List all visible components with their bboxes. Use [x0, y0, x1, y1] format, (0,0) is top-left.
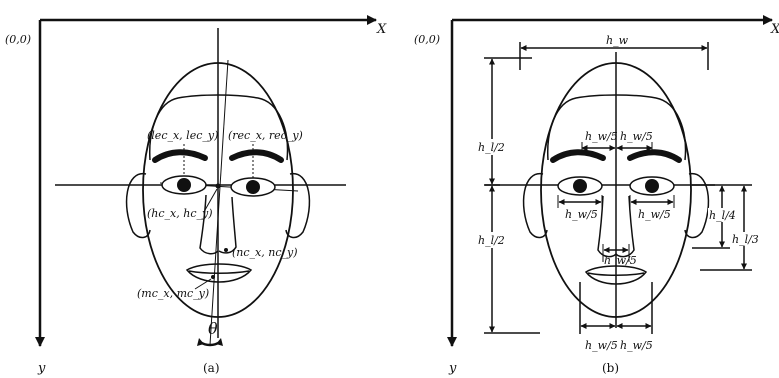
upper-half-label: h_l/2: [478, 141, 505, 154]
right-pupil-a: [246, 180, 260, 194]
nose-b: [597, 195, 635, 258]
head-center-label: (hc_x, hc_y): [147, 207, 212, 220]
panel-b: (0,0) X y h_w: [414, 15, 779, 376]
eye-fifth-label-l: h_w/5: [565, 208, 598, 221]
y-axis-label-b: y: [448, 361, 457, 376]
caption-b: (b): [602, 361, 619, 375]
origin-label-a: (0,0): [5, 33, 31, 46]
theta-label: θ: [208, 319, 218, 338]
nose-a: [199, 194, 237, 255]
hairline-a: [149, 94, 289, 161]
panel-a: (0,0) X y (lec_x, lec_y) (rec_: [5, 15, 387, 376]
right-eyebrow-b: [627, 149, 682, 163]
upper-half-label-bg: [476, 139, 506, 155]
lower-half-label: h_l/2: [478, 234, 505, 247]
quarter-label-bg: [708, 208, 736, 222]
mouth-point-a: [211, 275, 215, 279]
mouth-leader-a: [194, 278, 212, 290]
head-center-point-a: [215, 183, 221, 189]
left-eye-center-label: (lec_x, lec_y): [147, 129, 218, 142]
brow-fifth-label-l: h_w/5: [585, 130, 618, 143]
left-ear-b: [522, 173, 548, 239]
x-axis-label-b: X: [770, 22, 779, 37]
nose-center-label: (nc_x, nc_y): [232, 246, 297, 259]
x-axis-label-a: X: [376, 22, 387, 37]
head-center-leader-a: [204, 188, 218, 211]
nose-point-a: [224, 248, 228, 252]
width-label: h_w: [606, 34, 629, 47]
origin-label-b: (0,0): [414, 33, 440, 46]
right-eye-center-label: (rec_x, rec_y): [228, 129, 303, 142]
hairline-b: [547, 94, 687, 161]
quarter-label: h_l/4: [709, 209, 736, 222]
third-label: h_l/3: [732, 233, 759, 246]
y-axis-label-a: y: [37, 361, 46, 376]
chin-fifth-label-r: h_w/5: [620, 339, 653, 352]
chin-fifth-label-l: h_w/5: [585, 339, 618, 352]
right-ear-a: [285, 173, 311, 239]
left-pupil-a: [177, 178, 191, 192]
lower-half-label-bg: [476, 232, 506, 248]
left-pupil-b: [573, 179, 587, 193]
left-ear-a: [125, 173, 151, 239]
tilted-axis-a: [209, 59, 229, 346]
mouth-b: [584, 265, 648, 285]
right-ear-b: [684, 173, 710, 239]
brow-fifth-label-r: h_w/5: [620, 130, 653, 143]
theta-arrow-left: [197, 338, 204, 346]
left-eyebrow-b: [550, 149, 606, 163]
third-label-bg: [731, 232, 759, 246]
theta-arrow-right: [216, 338, 223, 346]
nose-fifth-label: h_w/5: [604, 254, 637, 267]
right-eyebrow-a: [229, 149, 284, 163]
caption-a: (a): [203, 361, 220, 375]
left-eyebrow-a: [152, 149, 208, 163]
mouth-a: [185, 263, 253, 283]
eye-fifth-label-r: h_w/5: [638, 208, 671, 221]
mouth-center-label: (mc_x, mc_y): [137, 287, 209, 300]
right-pupil-b: [645, 179, 659, 193]
